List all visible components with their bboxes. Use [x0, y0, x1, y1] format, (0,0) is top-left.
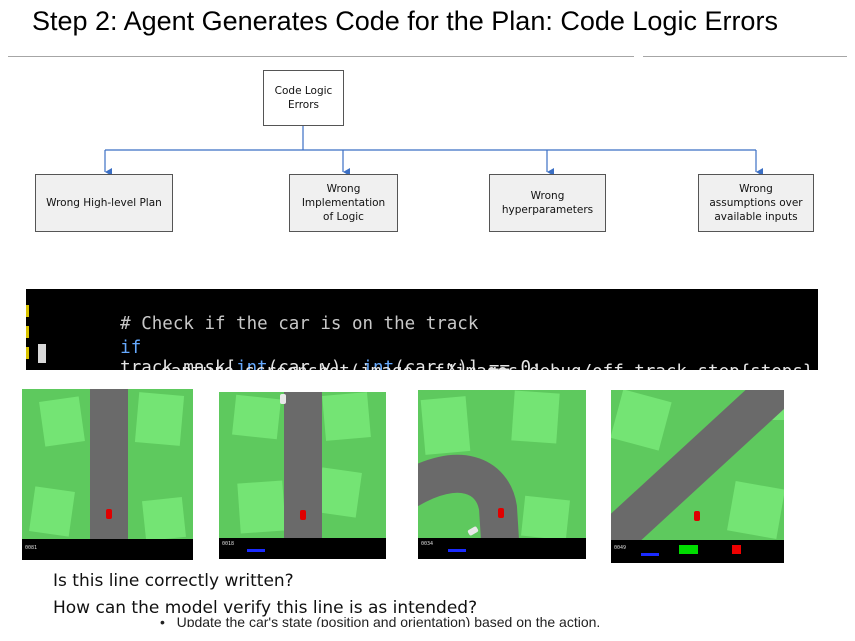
- slide-title: Step 2: Agent Generates Code for the Pla…: [32, 6, 778, 36]
- title-rule-left: [8, 56, 634, 57]
- hud-counter: 0034: [421, 541, 434, 547]
- game-screenshot-4: 0049: [611, 390, 784, 563]
- hud-counter: 0018: [222, 541, 235, 547]
- code-line-call: capture_screenshot(image, f"images_debug…: [118, 342, 818, 370]
- code-call: capture_screenshot(image,: [160, 362, 434, 370]
- hud-speed-bar: [448, 549, 466, 552]
- hud-green-indicator: [679, 545, 698, 554]
- curved-road: [418, 454, 519, 538]
- hud-speed-bar: [641, 553, 659, 556]
- car-icon: [300, 510, 306, 520]
- game-hud: 0081: [22, 539, 193, 560]
- game-hud: 0018: [219, 538, 386, 559]
- code-token: track_mask[: [120, 358, 237, 370]
- code-comment: # Check if the car is on the track: [120, 314, 479, 334]
- game-screenshot-2: 0018: [219, 392, 386, 559]
- game-field: [611, 390, 784, 540]
- gutter-marker: [26, 305, 29, 317]
- editor-cursor: [38, 344, 46, 363]
- car-icon: [498, 508, 504, 518]
- code-builtin-int: int: [362, 358, 395, 370]
- code-fstring: f"images_debug/off-track.step{steps}.png…: [434, 362, 818, 370]
- child-node-high-level-plan: Wrong High-level Plan: [35, 174, 173, 232]
- hud-counter: 0049: [614, 545, 627, 551]
- car-icon: [694, 511, 700, 521]
- game-screenshot-1: 0081: [22, 389, 193, 560]
- code-keyword-if: if: [120, 338, 142, 358]
- car-icon: [280, 394, 286, 404]
- code-line-if: if track_mask[int(car_y), int(car_x)] ==…: [78, 318, 542, 370]
- title-rule-right: [643, 56, 847, 57]
- child-node-hyperparameters: Wrong hyperparameters: [489, 174, 606, 232]
- game-field: [219, 392, 386, 538]
- game-screenshot-3: 0034: [418, 390, 586, 559]
- code-snippet: # Check if the car is on the track if tr…: [26, 289, 818, 370]
- car-icon: [106, 509, 112, 519]
- question-1: Is this line correctly written?: [53, 571, 294, 591]
- truncated-bullet-line: • Update the car's state (position and o…: [160, 614, 600, 627]
- hud-speed-bar: [247, 549, 265, 552]
- game-field: [22, 389, 193, 539]
- code-token: (car_y),: [267, 358, 363, 370]
- child-node-implementation: Wrong Implementation of Logic: [289, 174, 398, 232]
- gutter-marker: [26, 326, 29, 338]
- diagonal-road: [611, 390, 784, 540]
- game-field: [418, 390, 586, 538]
- game-hud: 0034: [418, 538, 586, 559]
- game-hud: 0049: [611, 540, 784, 563]
- question-2: How can the model verify this line is as…: [53, 598, 478, 618]
- code-token: (car_x)] == 0:: [394, 358, 542, 370]
- code-builtin-int: int: [236, 358, 268, 370]
- root-node: Code Logic Errors: [263, 70, 344, 126]
- truncated-bullet-text: Update the car's state (position and ori…: [176, 614, 601, 627]
- code-line-comment: # Check if the car is on the track: [78, 294, 478, 354]
- hud-counter: 0081: [25, 545, 38, 551]
- bullet-icon: •: [160, 614, 165, 627]
- child-node-assumptions: Wrong assumptions over available inputs: [698, 174, 814, 232]
- gutter-marker: [26, 347, 29, 359]
- hud-red-indicator: [732, 545, 741, 554]
